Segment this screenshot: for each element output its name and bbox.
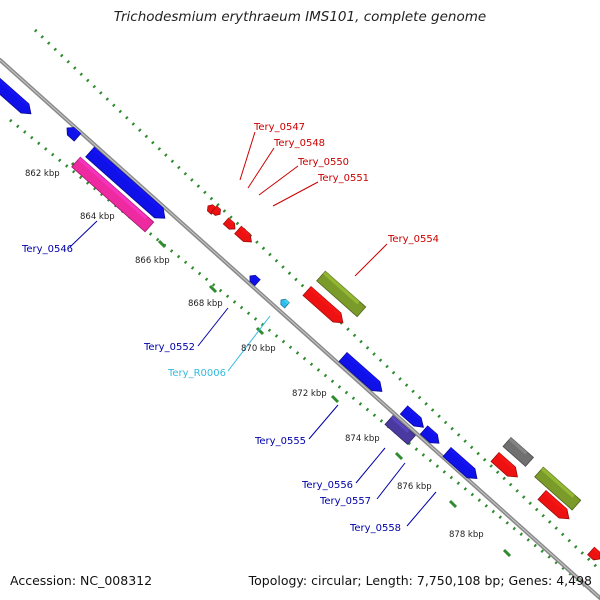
feature-cyan-rna xyxy=(280,298,290,309)
gene-label-Tery_0555[interactable]: Tery_0555 xyxy=(254,436,306,447)
tick-label: 868 kbp xyxy=(188,299,223,309)
map-title: Trichodesmium erythraeum IMS101, complet… xyxy=(113,9,487,25)
leader-line-Tery_0555 xyxy=(308,404,339,440)
major-tick-8 xyxy=(448,499,458,509)
tick-label: 876 kbp xyxy=(397,482,432,492)
feature-red-tiny-3 xyxy=(222,217,236,230)
accession-text: Accession: NC_008312 xyxy=(10,573,153,588)
leader-line-Tery_0558 xyxy=(406,491,437,527)
tick-label: 874 kbp xyxy=(345,434,380,444)
tick-label: 878 kbp xyxy=(449,530,484,540)
feature-red-right-2 xyxy=(537,489,570,520)
gene-label-Tery_R0006[interactable]: Tery_R0006 xyxy=(167,368,226,379)
gene-label-Tery_0554[interactable]: Tery_0554 xyxy=(387,234,439,245)
gene-label-Tery_0552[interactable]: Tery_0552 xyxy=(143,342,195,353)
major-tick-4 xyxy=(208,284,218,294)
major-tick-5 xyxy=(255,326,265,336)
gene-features xyxy=(0,76,600,561)
tick-label: 866 kbp xyxy=(135,256,170,266)
leader-line-Tery_0552 xyxy=(197,307,229,347)
tick-marks xyxy=(9,28,600,600)
tick-label: 872 kbp xyxy=(292,389,327,399)
leader-line-Tery_0556 xyxy=(355,447,386,484)
leader-line-Tery_0550 xyxy=(258,165,299,196)
major-tick-7 xyxy=(394,451,404,461)
gene-label-Tery_0557[interactable]: Tery_0557 xyxy=(319,496,371,507)
major-tick-9 xyxy=(502,548,512,558)
feature-red-right-1 xyxy=(490,451,518,478)
feature-red-mid xyxy=(302,285,344,324)
feature-pink-long xyxy=(71,156,155,233)
major-tick-6 xyxy=(330,394,340,404)
feature-red-tiny-2 xyxy=(210,205,221,216)
genome-summary-text: Topology: circular; Length: 7,750,108 bp… xyxy=(248,573,592,588)
feature-navy xyxy=(384,414,417,445)
leader-line-Tery_R0006 xyxy=(227,315,271,372)
feature-blue-small-3 xyxy=(419,425,440,444)
leader-line-Tery_0548 xyxy=(247,147,275,189)
gene-label-Tery_0547[interactable]: Tery_0547 xyxy=(253,122,305,133)
feature-blue-small-2 xyxy=(399,405,425,428)
leader-line-Tery_0554 xyxy=(354,243,388,277)
gene-labels: Tery_0547Tery_0548Tery_0550Tery_0551Tery… xyxy=(21,122,439,534)
tick-label: 864 kbp xyxy=(80,212,115,222)
gene-label-Tery_0550[interactable]: Tery_0550 xyxy=(297,157,349,168)
gene-label-Tery_0551[interactable]: Tery_0551 xyxy=(317,173,369,184)
gene-label-Tery_0556[interactable]: Tery_0556 xyxy=(301,480,353,491)
feature-red-right-3 xyxy=(587,546,600,561)
feature-gray xyxy=(502,436,535,467)
major-tick-3 xyxy=(157,239,167,249)
gene-label-Tery_0546[interactable]: Tery_0546 xyxy=(21,244,73,255)
feature-blue-mid xyxy=(338,351,383,392)
leader-line-Tery_0557 xyxy=(376,462,406,500)
leader-line-Tery_0551 xyxy=(272,181,319,207)
leader-line-Tery_0547 xyxy=(239,131,256,181)
tick-dot-line-2 xyxy=(9,118,600,600)
tick-labels: 862 kbp 864 kbp 866 kbp 868 kbp 870 kbp 872 k… xyxy=(25,169,484,540)
label-leaders xyxy=(69,131,437,527)
backbone-highlight xyxy=(0,59,600,598)
backbone xyxy=(0,58,600,600)
tick-label: 862 kbp xyxy=(25,169,60,179)
gene-label-Tery_0558[interactable]: Tery_0558 xyxy=(349,523,401,534)
feature-blue-right xyxy=(442,446,478,479)
tick-label: 870 kbp xyxy=(241,344,276,354)
feature-olive xyxy=(316,270,367,318)
feature-red-tiny-4 xyxy=(234,225,252,243)
feature-olive-right xyxy=(534,466,582,511)
feature-blue-long xyxy=(85,146,166,219)
gene-label-Tery_0548[interactable]: Tery_0548 xyxy=(273,138,325,149)
feature-blue-topleft xyxy=(0,76,32,115)
feature-blue-tiny xyxy=(249,274,261,287)
feature-blue-small xyxy=(66,127,82,142)
leader-line-Tery_0546 xyxy=(69,220,98,248)
